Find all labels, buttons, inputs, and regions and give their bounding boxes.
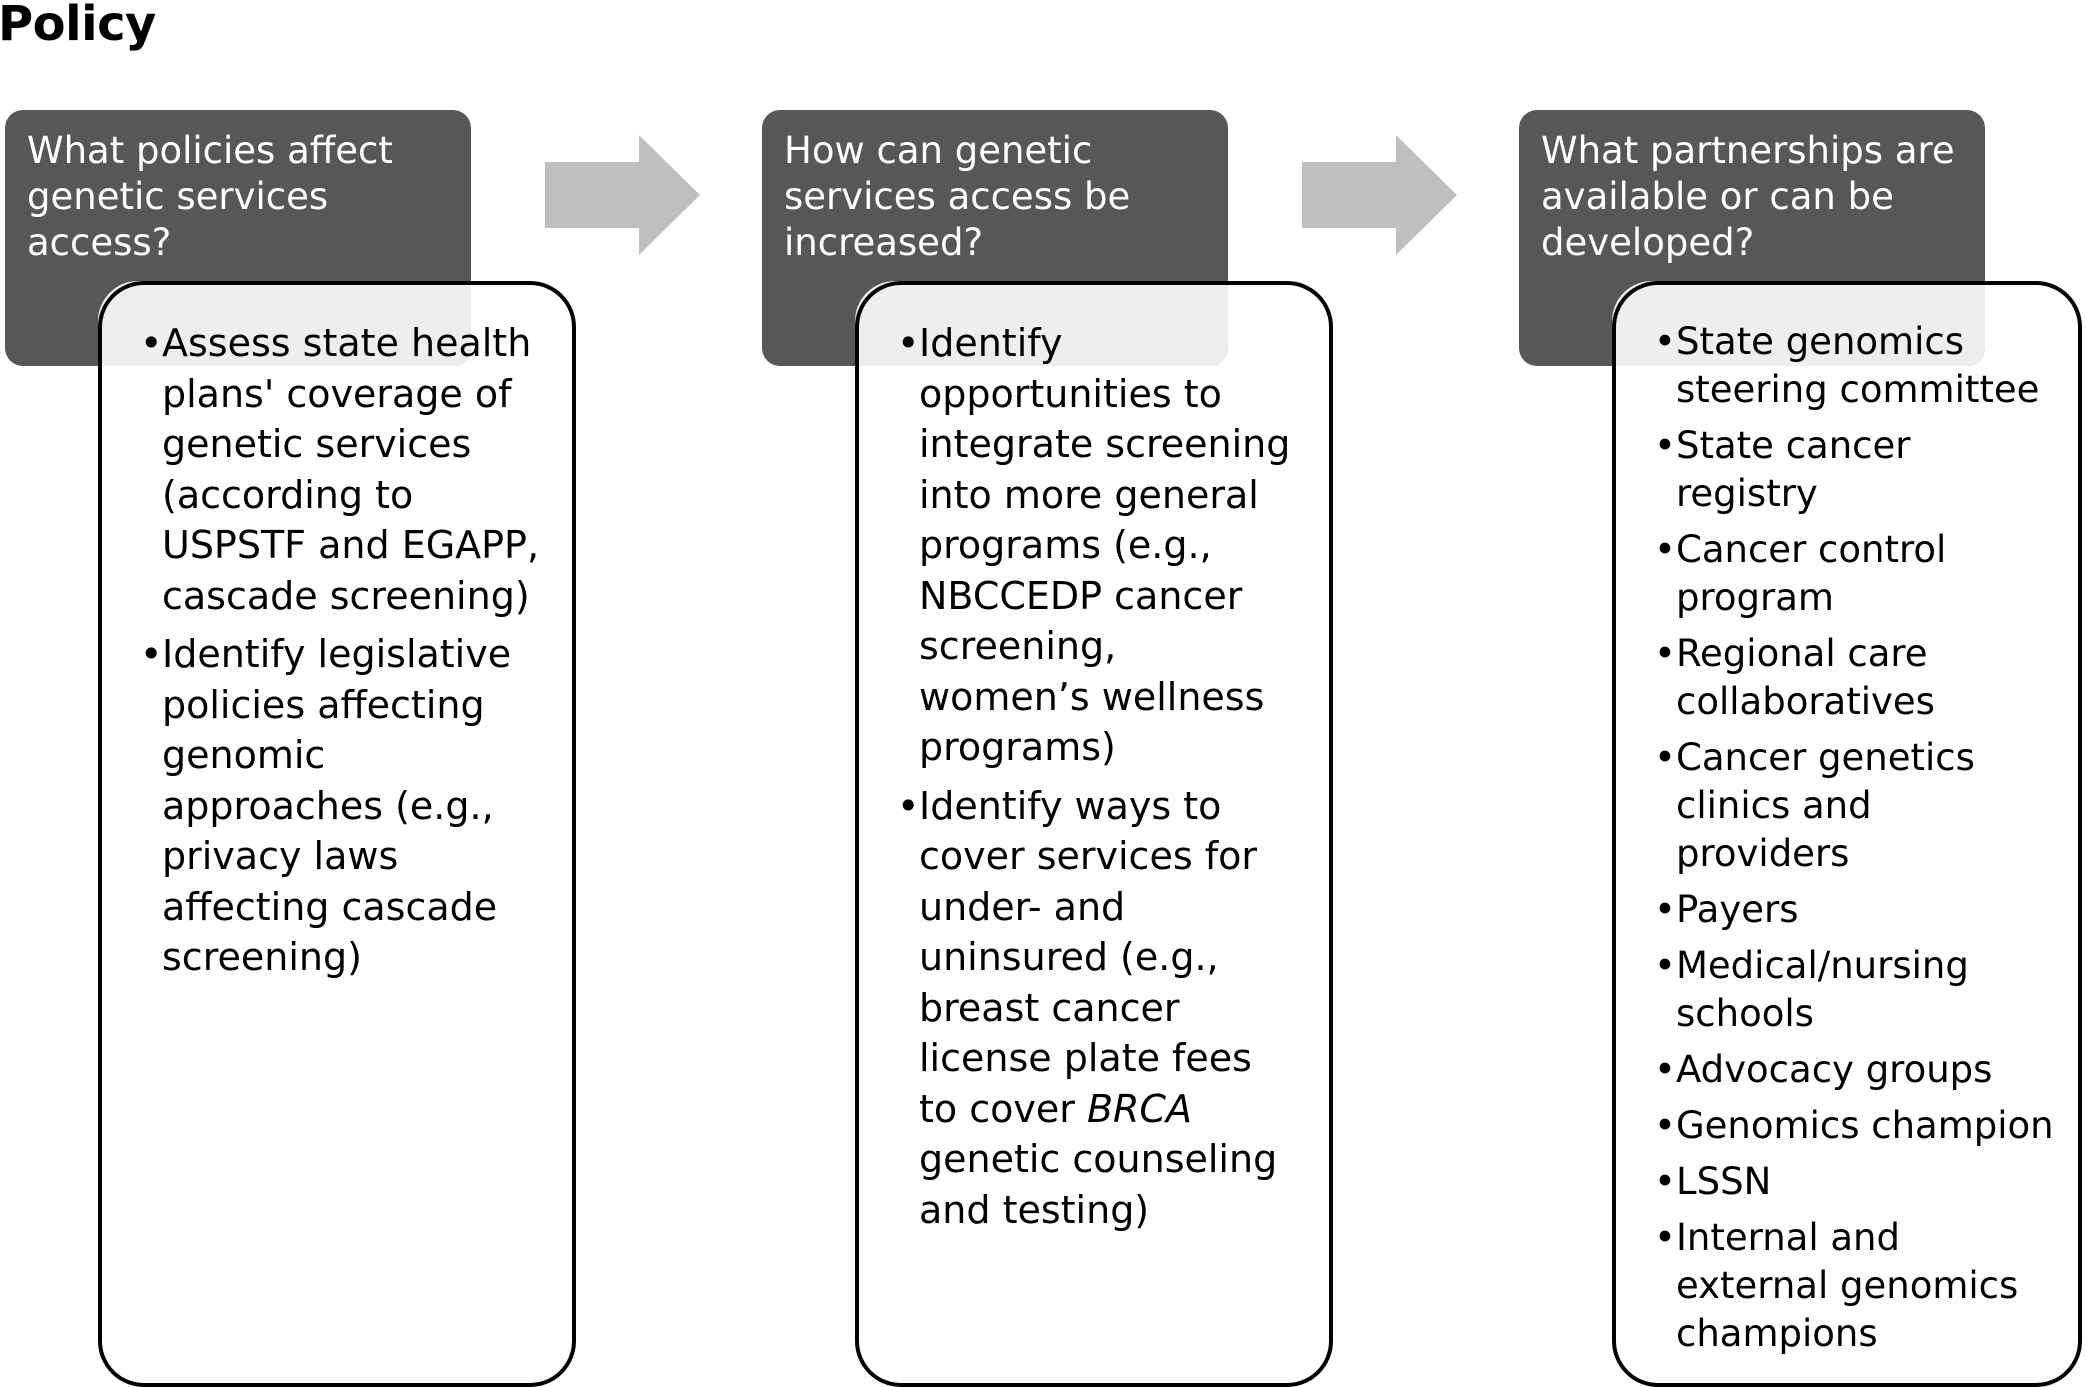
list-item: •Regional care collaboratives	[1654, 630, 2054, 726]
bullet-icon: •	[1654, 1048, 1676, 1091]
box-overlap	[1612, 281, 1985, 366]
list-item: •Cancer control program	[1654, 526, 2054, 622]
list-item-text-part: genetic counseling and testing)	[919, 1137, 1278, 1232]
list-item-text: Regional care collaboratives	[1676, 632, 1935, 723]
answer-list: •Identify opportunities to integrate scr…	[897, 318, 1297, 1243]
bullet-icon: •	[1654, 1216, 1676, 1259]
list-item-text: State genomics steering committee	[1676, 320, 2040, 411]
page-title: Policy	[0, 0, 156, 52]
list-item-text: State cancer registry	[1676, 424, 1911, 515]
arrow-right-icon	[1302, 135, 1457, 255]
bullet-icon: •	[140, 632, 163, 676]
list-item: •Medical/nursing schools	[1654, 942, 2054, 1038]
bullet-icon: •	[1654, 888, 1676, 931]
bullet-icon: •	[1654, 632, 1676, 675]
question-text: How can genetic services access be incre…	[784, 129, 1131, 264]
list-item: •Identify ways to cover services for und…	[897, 781, 1297, 1236]
list-item: •Payers	[1654, 886, 2054, 934]
list-item: •State genomics steering committee	[1654, 318, 2054, 414]
answer-list: •State genomics steering committee •Stat…	[1654, 318, 2054, 1366]
arrow-right-icon	[545, 135, 700, 255]
list-item-text: Medical/nursing schools	[1676, 944, 1969, 1035]
list-item-text: Advocacy groups	[1676, 1048, 1993, 1091]
box-overlap	[98, 281, 471, 366]
list-item-text: Cancer control program	[1676, 528, 1947, 619]
list-item-text: Payers	[1676, 888, 1799, 931]
list-item: •State cancer registry	[1654, 422, 2054, 518]
list-item-text: Identify legislative policies affecting …	[162, 632, 512, 979]
answer-card	[98, 281, 576, 1387]
list-item: •Identify legislative policies affecting…	[140, 629, 555, 983]
list-item-text: Cancer genetics clinics and providers	[1676, 736, 1975, 875]
bullet-icon: •	[1654, 320, 1676, 363]
list-item: •Cancer genetics clinics and providers	[1654, 734, 2054, 878]
list-item-text: Genomics champion	[1676, 1104, 2054, 1147]
column-access: How can genetic services access be incre…	[762, 0, 1532, 1387]
list-item-text: Identify opportunities to integrate scre…	[919, 321, 1291, 769]
question-text: What partnerships are available or can b…	[1541, 129, 1955, 264]
list-item: •LSSN	[1654, 1158, 2054, 1206]
list-item-text: Assess state health plans' coverage of g…	[162, 321, 540, 618]
question-box: What policies affect genetic services ac…	[5, 110, 471, 366]
bullet-icon: •	[140, 321, 163, 365]
bullet-icon: •	[897, 783, 920, 828]
list-item-text: LSSN	[1676, 1160, 1772, 1203]
list-item-text-italic: BRCA	[1086, 1086, 1192, 1131]
list-item-text-part: Identify ways to cover services for unde…	[919, 783, 1257, 1131]
list-item-text: Internal and external genomics champions	[1676, 1216, 2019, 1355]
bullet-icon: •	[1654, 736, 1676, 779]
bullet-icon: •	[1654, 1104, 1676, 1147]
list-item: •Assess state health plans' coverage of …	[140, 318, 555, 621]
list-item: •Internal and external genomics champion…	[1654, 1214, 2054, 1358]
column-partnerships: What partnerships are available or can b…	[1519, 0, 2086, 1387]
list-item: •Advocacy groups	[1654, 1046, 2054, 1094]
answer-card	[1612, 281, 2082, 1387]
question-text: What policies affect genetic services ac…	[27, 129, 393, 264]
bullet-icon: •	[1654, 424, 1676, 467]
column-policies: What policies affect genetic services ac…	[5, 0, 775, 1387]
bullet-icon: •	[1654, 1160, 1676, 1203]
bullet-icon: •	[1654, 944, 1676, 987]
list-item: •Genomics champion	[1654, 1102, 2054, 1150]
bullet-icon: •	[1654, 528, 1676, 571]
answer-list: •Assess state health plans' coverage of …	[140, 318, 555, 991]
list-item: •Identify opportunities to integrate scr…	[897, 318, 1297, 773]
answer-card	[855, 281, 1333, 1387]
box-overlap	[855, 281, 1228, 366]
bullet-icon: •	[897, 321, 920, 365]
